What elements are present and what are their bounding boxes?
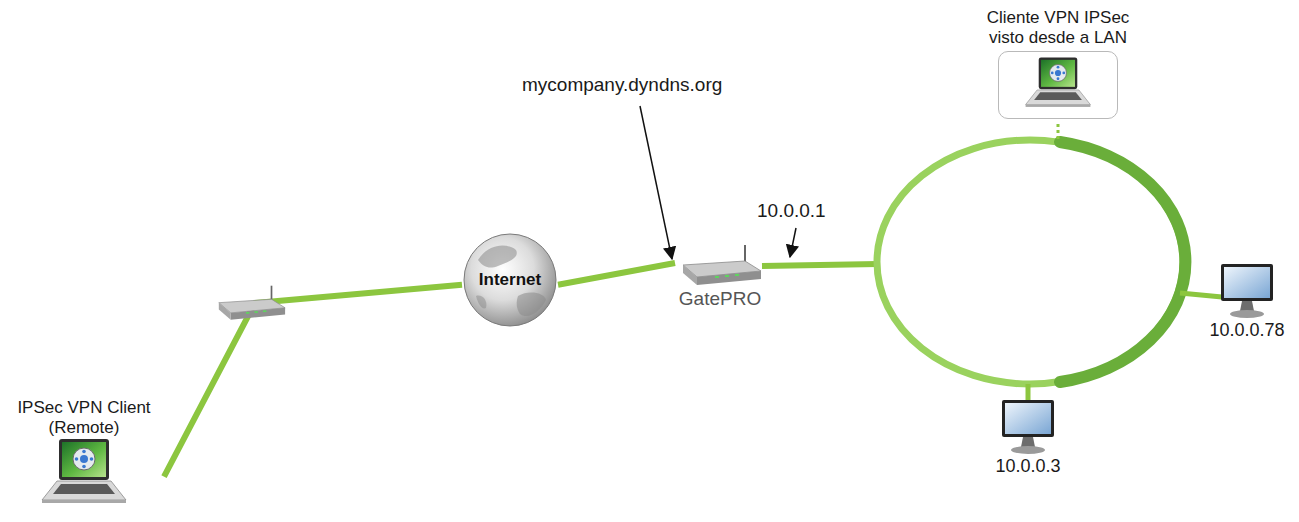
nav-icon-dot: [1062, 72, 1065, 75]
router-led: [715, 276, 719, 278]
continent: [476, 296, 486, 309]
router-icon: [675, 243, 765, 288]
laptop-base: [42, 481, 126, 500]
nav-icon-dot: [1051, 72, 1054, 75]
laptop-keyboard: [53, 484, 115, 494]
monitor-stand: [1021, 437, 1035, 447]
monitor-foot: [1011, 446, 1045, 454]
continent: [517, 293, 546, 317]
nav-icon-dot: [82, 450, 86, 454]
laptop-icon: [39, 437, 129, 507]
callout-label: mycompany.dyndns.org: [522, 74, 722, 96]
router-antenna: [271, 286, 273, 301]
router-led: [735, 274, 739, 276]
router-led: [255, 311, 258, 313]
laptop-bezel: [1039, 58, 1078, 90]
laptop-edge: [42, 500, 126, 503]
callout-label: 10.0.0.1: [757, 200, 826, 222]
router-front: [697, 271, 761, 285]
laptop-screen: [1041, 60, 1075, 87]
nav-icon-center: [1055, 70, 1061, 76]
router-led: [246, 312, 249, 314]
nav-icon-dot: [75, 457, 79, 461]
router-front: [231, 308, 285, 320]
continent: [478, 245, 517, 267]
monitor-node: 10.0.0.3: [995, 398, 1060, 477]
router-node: GatePRO: [675, 243, 765, 310]
globe: [464, 234, 556, 326]
laptop-screen: [62, 442, 106, 477]
laptop-icon: [1023, 56, 1093, 110]
monitor-stand: [1240, 301, 1254, 311]
vpn-virtual-link: [1057, 124, 1060, 140]
node-label: Cliente VPN IPSec visto desde a LAN: [972, 8, 1144, 47]
host-link: [1180, 293, 1222, 297]
monitor-icon: [998, 398, 1058, 456]
router-led: [263, 310, 266, 312]
leader-line: [640, 106, 672, 259]
nav-icon: [1050, 65, 1067, 82]
monitor-screen: [1224, 267, 1270, 298]
laptop-bezel: [59, 439, 109, 480]
laptop-keyboard: [1034, 92, 1082, 100]
monitor-bezel: [1002, 400, 1054, 437]
laptop-edge: [1026, 105, 1091, 107]
laptopFrame-node: Cliente VPN IPSec visto desde a LAN: [972, 8, 1144, 119]
lan-ring-shade: [1060, 142, 1185, 382]
nav-icon: [73, 448, 95, 470]
vpn-client-frame: [998, 51, 1118, 119]
node-label: 10.0.0.3: [995, 456, 1060, 477]
node-label: GatePRO: [679, 288, 761, 310]
host-link: [1026, 384, 1031, 402]
monitor-screen: [1005, 403, 1051, 434]
nav-icon-dot: [82, 465, 86, 469]
network-link: [558, 263, 675, 285]
laptop-base: [1026, 90, 1091, 105]
router-led: [725, 275, 729, 277]
monitor-node: 10.0.0.78: [1209, 262, 1284, 341]
laptop-node: IPSec VPN Client (Remote): [4, 398, 164, 507]
globe-node: Internet: [462, 232, 558, 328]
nav-icon-center: [80, 455, 88, 463]
node-label: IPSec VPN Client (Remote): [4, 398, 164, 437]
monitor-foot: [1230, 310, 1264, 318]
leader-line: [790, 228, 796, 257]
network-link: [164, 285, 462, 477]
nav-icon-dot: [1057, 77, 1060, 80]
node-label: 10.0.0.78: [1209, 320, 1284, 341]
nav-icon-dot: [90, 457, 94, 461]
nav-icon-dot: [1057, 66, 1060, 69]
lan-uplink: [762, 264, 878, 266]
node-label: Internet: [479, 270, 541, 290]
router-side: [219, 303, 231, 320]
monitor-icon: [1217, 262, 1277, 320]
router-antenna: [744, 245, 746, 263]
monitor-bezel: [1221, 264, 1273, 301]
router-side: [683, 265, 697, 285]
